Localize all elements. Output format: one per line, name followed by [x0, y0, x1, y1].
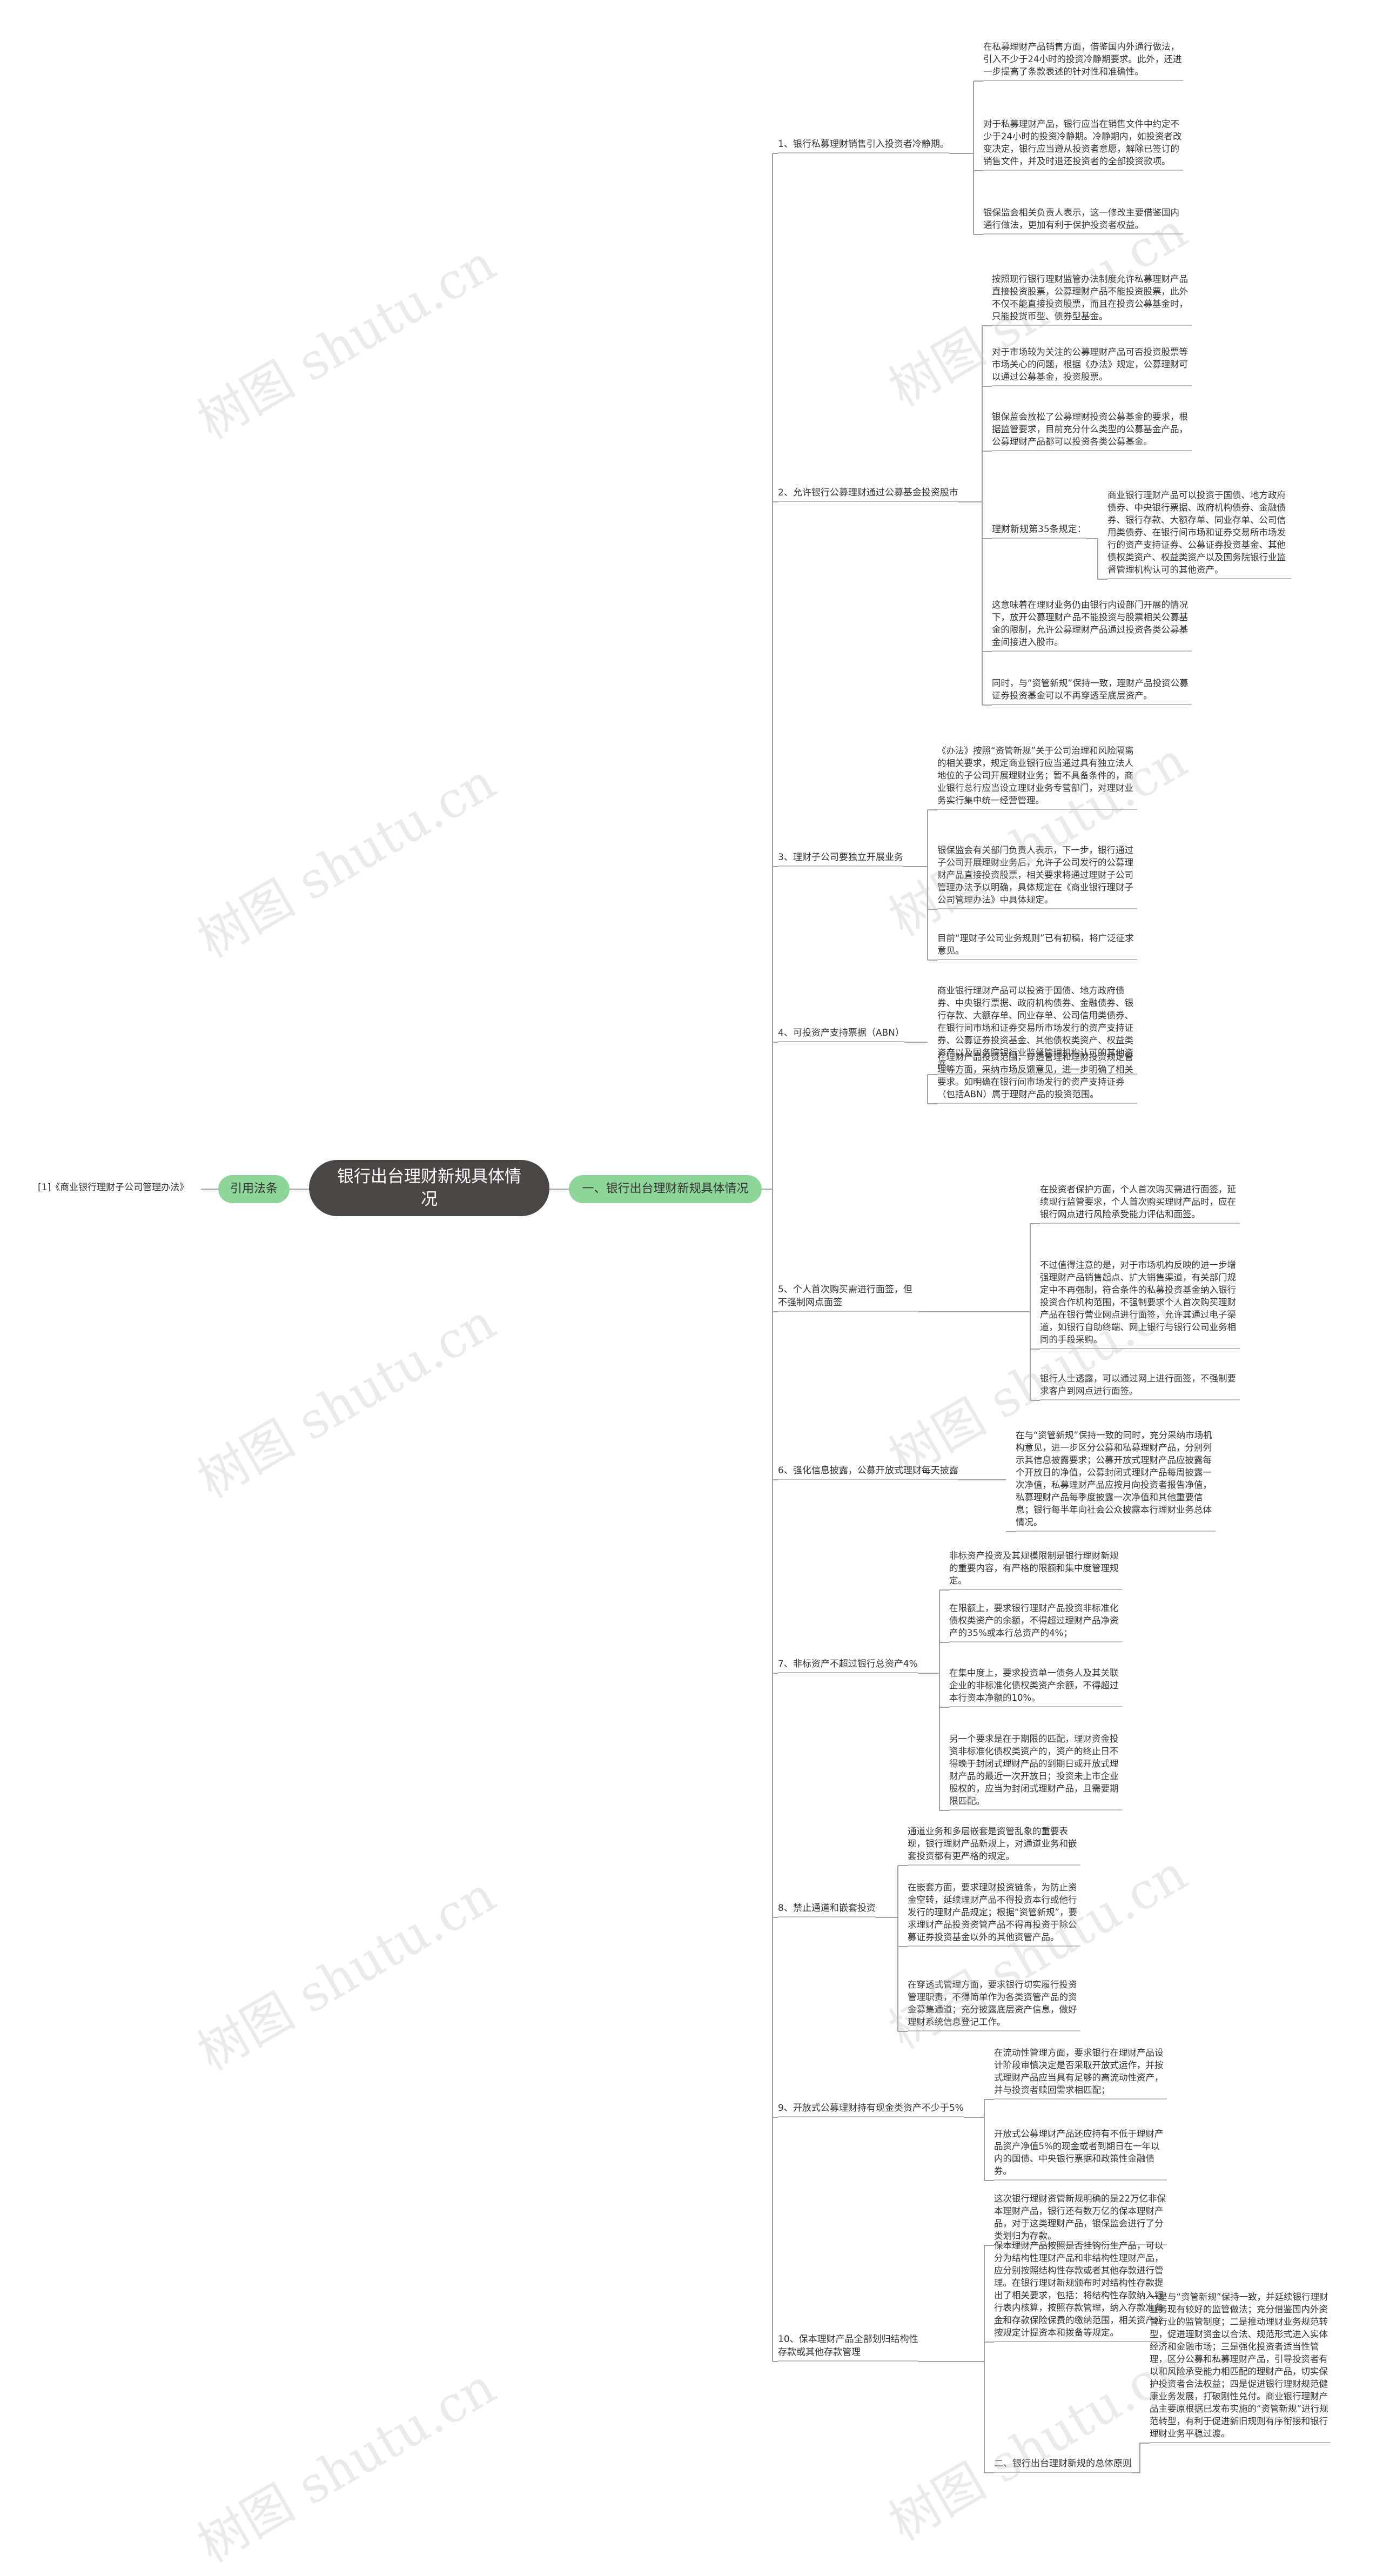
main-branch-pill[interactable]: 一、银行出台理财新规具体情况 [569, 1175, 762, 1203]
leaf-sub-text[interactable]: 商业银行理财产品可以投资于国债、地方政府债券、中央银行票据、政府机构债券、金融债… [1107, 489, 1291, 579]
sub-branch-text[interactable]: 一是与“资管新规”保持一致，并延续银行理财业务现有较好的监管做法；充分借鉴国内外… [1150, 2291, 1331, 2443]
leaf-text[interactable]: 同时，与“资管新规”保持一致，理财产品投资公募证券投资基金可以不再穿透至底层资产… [992, 677, 1192, 705]
sub-branch-label[interactable]: 二、银行出台理财新规的总体原则 [994, 2457, 1132, 2473]
leaf-text[interactable]: 在投资者保护方面，个人首次购买需进行面签，延续现行监管要求，个人首次购买理财产品… [1040, 1183, 1240, 1224]
leaf-short-label[interactable]: 理财新规第35条规定： [992, 523, 1086, 539]
leaf-text[interactable]: 不过值得注意的是，对于市场机构反映的进一步增强理财产品销售起点、扩大销售渠道，有… [1040, 1259, 1240, 1349]
branch-label[interactable]: 10、保本理财产品全部划归结构性存款或其他存款管理 [778, 2333, 918, 2362]
leaf-text[interactable]: 在穿透式管理方面，要求银行切实履行投资管理职责，不得简单作为各类资管产品的资金募… [908, 1978, 1080, 2031]
leaf-text[interactable]: 银保监会有关部门负责人表示，下一步，银行通过子公司开展理财业务后，允许子公司发行… [937, 844, 1137, 909]
leaf-text[interactable]: 非标资产投资及其规模限制是银行理财新规的重要内容，有严格的限额和集中度管理规定。 [949, 1549, 1122, 1590]
reference-leaf: [1]《商业银行理财子公司管理办法》 [38, 1182, 189, 1193]
leaf-text[interactable]: 《办法》按照“资管新规”关于公司治理和风险隔离的相关要求，规定商业银行应当通过具… [937, 744, 1137, 810]
connector [1132, 2443, 1150, 2473]
leaf-text[interactable]: 对于市场较为关注的公募理财产品可否投资股票等市场关心的问题，根据《办法》规定，公… [992, 346, 1192, 386]
leaf-text[interactable]: 银行人士透露，可以通过网上进行面签，不强制要求客户到网点进行面签。 [1040, 1372, 1240, 1400]
branch-label[interactable]: 9、开放式公募理财持有现金类资产不少于5% [778, 2102, 964, 2117]
branch-label[interactable]: 5、个人首次购买需进行面签，但不强制网点面签 [778, 1283, 918, 1312]
leaf-text[interactable]: 这次银行理财资管新规明确的是22万亿非保本理财产品，银行还有数万亿的保本理财产品… [994, 2192, 1167, 2245]
root-topic[interactable]: 银行出台理财新规具体情况 [309, 1160, 549, 1216]
leaf-text[interactable]: 在限额上，要求银行理财产品投资非标准化债权类资产的余额，不得超过理财产品净资产的… [949, 1602, 1122, 1642]
connector [1086, 538, 1107, 580]
leaf-text[interactable]: 在理财产品投资范围，穿透管理和理财投资规定管理等方面，采纳市场反馈意见，进一步明… [937, 1051, 1137, 1104]
leaf-text[interactable]: 在与“资管新规”保持一致的同时，充分采纳市场机构意见，进一步区分公募和私募理财产… [1016, 1429, 1216, 1532]
leaf-text[interactable]: 这意味着在理财业务仍由银行内设部门开展的情况下，放开公募理财产品不能投资与股票相… [992, 599, 1192, 652]
leaf-text[interactable]: 对于私募理财产品，银行应当在销售文件中约定不少于24小时的投资冷静期。冷静期内，… [983, 118, 1183, 171]
branch-label[interactable]: 8、禁止通道和嵌套投资 [778, 1902, 876, 1917]
branch-label[interactable]: 1、银行私募理财销售引入投资者冷静期。 [778, 138, 949, 153]
leaf-text[interactable]: 在流动性管理方面，要求银行在理财产品设计阶段审慎决定是否采取开放式运作，并按式理… [994, 2047, 1167, 2099]
leaf-text[interactable]: 另一个要求是在于期限的匹配，理财资金投资非标准化债权类资产的，资产的终止日不得晚… [949, 1733, 1122, 1810]
leaf-text[interactable]: 开放式公募理财产品还应持有不低于理财产品资产净值5%的现金或者到期日在一年以内的… [994, 2128, 1167, 2181]
branch-label[interactable]: 3、理财子公司要独立开展业务 [778, 851, 903, 867]
leaf-text[interactable]: 按照现行银行理财监管办法制度允许私募理财产品直接投资股票，公募理财产品不能投资股… [992, 273, 1192, 326]
branch-label[interactable]: 4、可投资产支持票据（ABN） [778, 1027, 904, 1042]
leaf-text[interactable]: 保本理财产品按照是否挂钩衍生产品，可以分为结构性理财产品和非结构性理财产品，应分… [994, 2239, 1167, 2342]
leaf-text[interactable]: 在嵌套方面，要求理财投资链条，为防止资金空转，延续理财产品不得投资本行或他行发行… [908, 1881, 1080, 1947]
leaf-text[interactable]: 通道业务和多层嵌套是资管乱象的重要表现，银行理财产品新规上，对通道业务和嵌套投资… [908, 1825, 1080, 1866]
branch-label[interactable]: 7、非标资产不超过银行总资产4% [778, 1658, 918, 1673]
leaf-text[interactable]: 银保监会相关负责人表示，这一修改主要借鉴国内通行做法，更加有利于保护投资者权益。 [983, 206, 1183, 234]
branch-label[interactable]: 2、允许银行公募理财通过公募基金投资股市 [778, 486, 958, 502]
leaf-text[interactable]: 商业银行理财产品可以投资于国债、地方政府债券、中央银行票据、政府机构债券、金融债… [937, 984, 1137, 1075]
leaf-text[interactable]: 在集中度上，要求投资单一债务人及其关联企业的非标准化债权类资产余额，不得超过本行… [949, 1667, 1122, 1707]
reference-pill[interactable]: 引用法条 [218, 1175, 290, 1203]
leaf-text[interactable]: 银保监会放松了公募理财投资公募基金的要求，根据监管要求，目前充分什么类型的公募基… [992, 411, 1192, 451]
leaf-text[interactable]: 在私募理财产品销售方面，借鉴国内外通行做法，引入不少于24小时的投资冷静期要求。… [983, 41, 1183, 81]
branch-label[interactable]: 6、强化信息披露，公募开放式理财每天披露 [778, 1464, 958, 1480]
leaf-text[interactable]: 目前“理财子公司业务规则”已有初稿，将广泛征求意见。 [937, 932, 1137, 960]
